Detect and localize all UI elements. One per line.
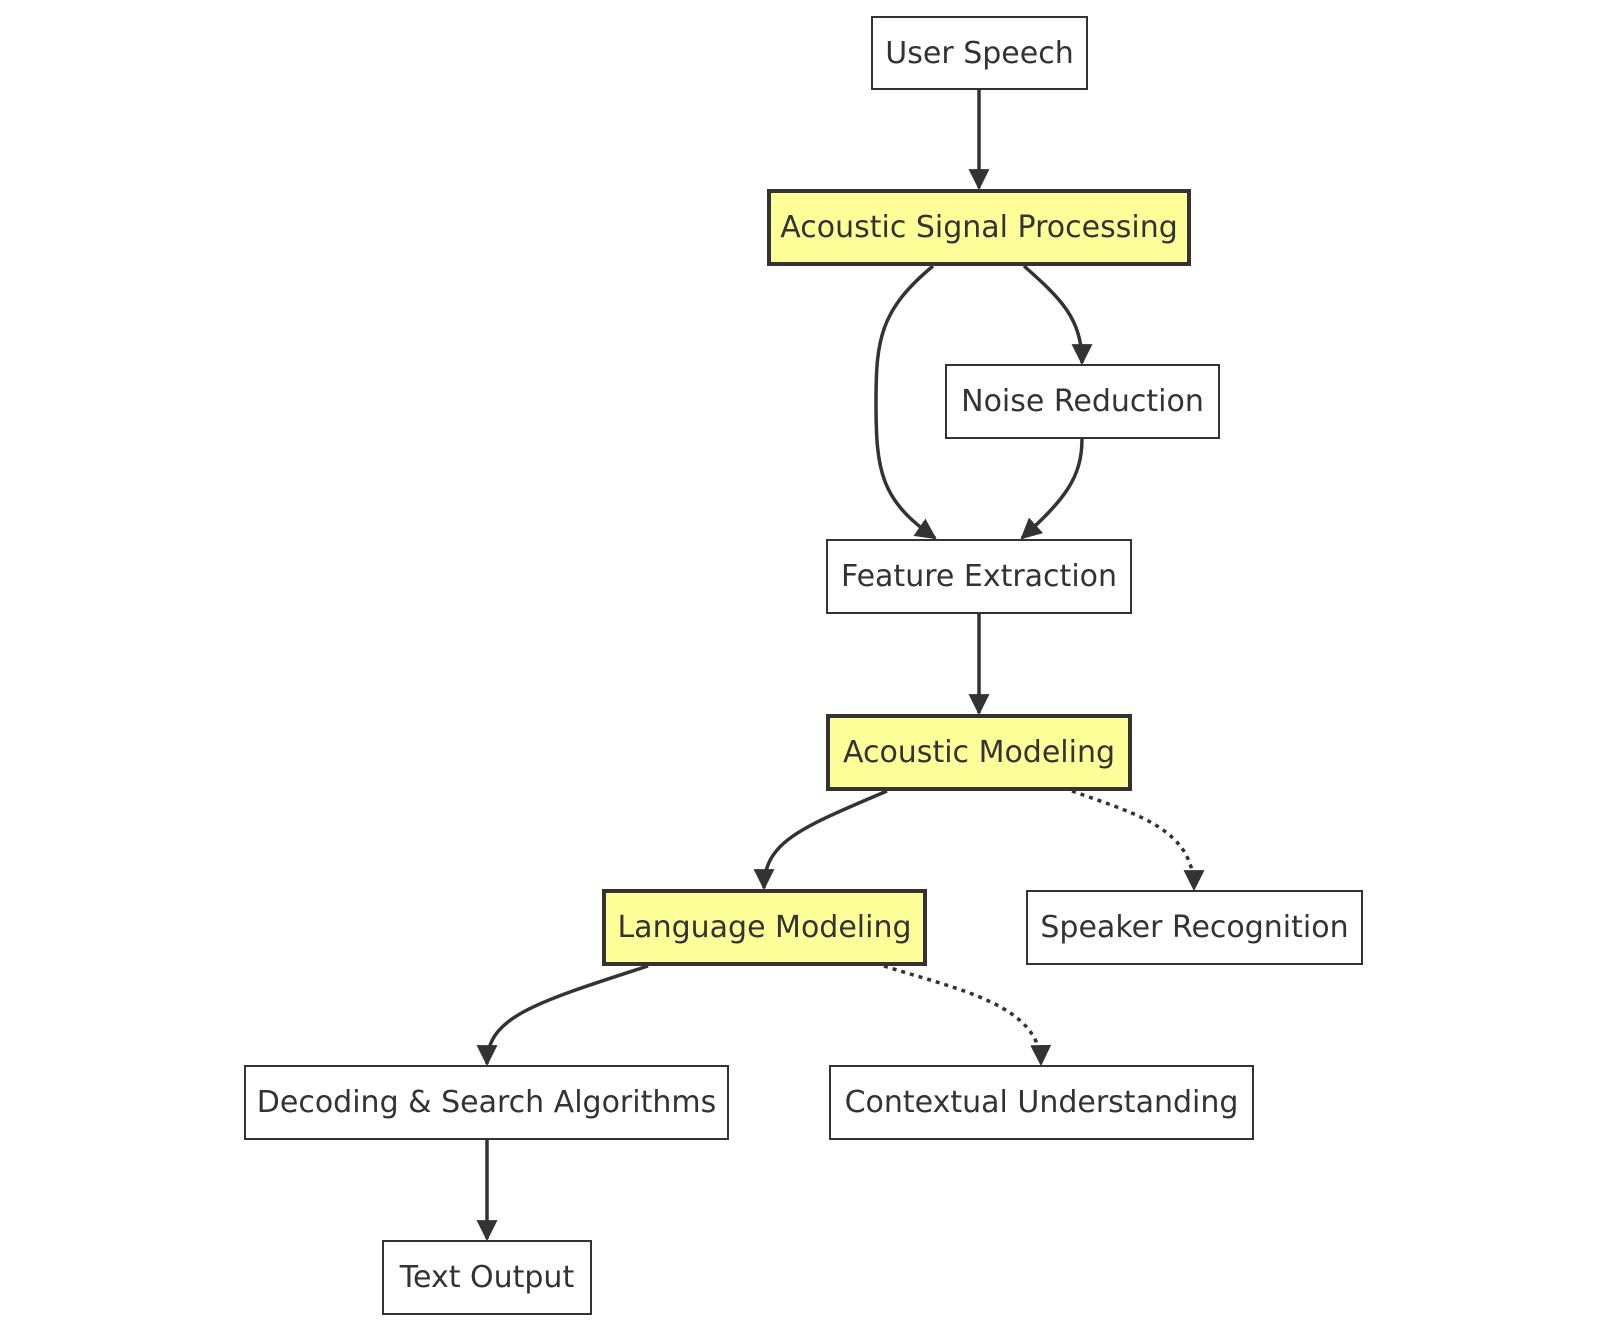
node-contextual-understanding: Contextual Understanding	[829, 1065, 1254, 1140]
node-user-speech: User Speech	[871, 16, 1088, 90]
edge-am-to-speaker	[1071, 789, 1205, 892]
edge-lm-to-context	[883, 964, 1052, 1067]
node-language-modeling: Language Modeling	[602, 889, 927, 966]
node-feature-extraction: Feature Extraction	[826, 539, 1132, 614]
node-speaker-recognition: Speaker Recognition	[1026, 890, 1363, 965]
edge-am-to-lm	[753, 789, 888, 891]
node-acoustic-signal-processing: Acoustic Signal Processing	[767, 189, 1191, 266]
edge-noise-to-feature	[1020, 438, 1084, 540]
node-text-output: Text Output	[382, 1240, 592, 1315]
node-noise-reduction: Noise Reduction	[945, 364, 1220, 439]
edge-asp-to-noise	[1022, 264, 1093, 366]
edge-asp-to-feature	[874, 264, 937, 540]
node-acoustic-modeling: Acoustic Modeling	[826, 714, 1132, 791]
node-decoding-search-algorithms: Decoding & Search Algorithms	[244, 1065, 729, 1140]
edge-lm-to-decoding	[476, 964, 649, 1067]
